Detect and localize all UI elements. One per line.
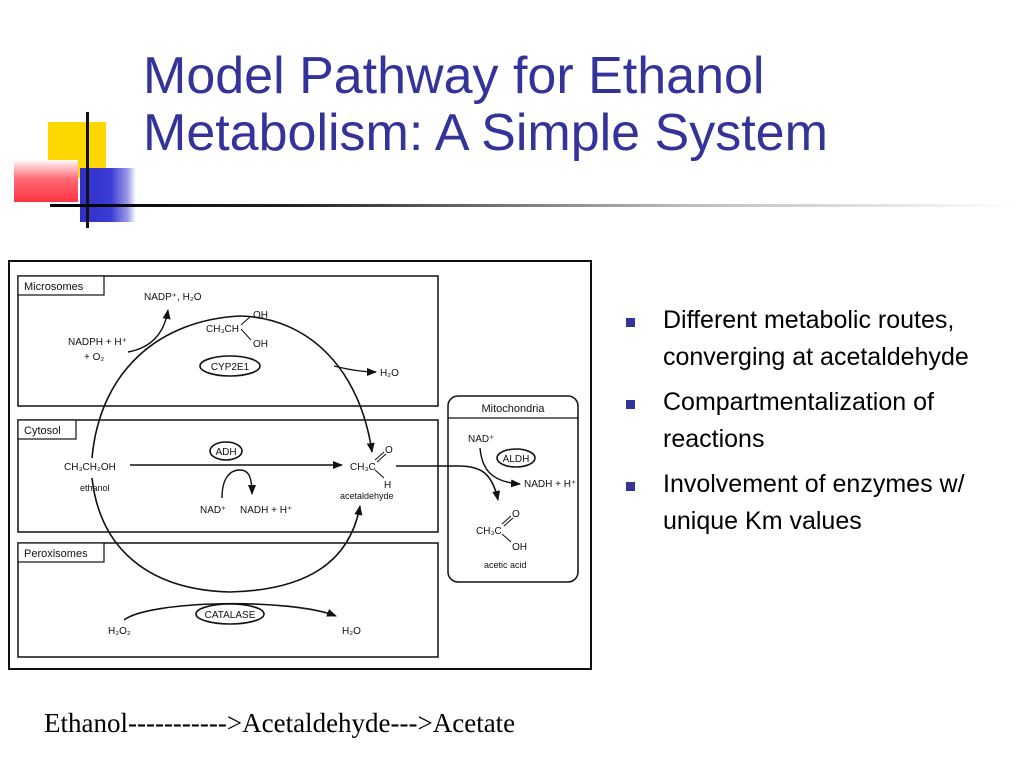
mol-ch3c: CH₃C	[350, 462, 376, 473]
label-cytosol: Cytosol	[24, 425, 61, 437]
bullet-square-icon	[626, 400, 635, 409]
mol-acetaldehyde: acetaldehyde	[340, 491, 394, 501]
mol-nadh-cyto: NADH + H⁺	[240, 505, 292, 516]
mol-oh-top: OH	[253, 310, 268, 321]
deco-vertical-line	[86, 112, 89, 228]
label-microsomes: Microsomes	[24, 281, 84, 293]
enzyme-catalase: CATALASE	[205, 610, 256, 621]
mol-h-ald: H	[384, 480, 391, 491]
mol-nad-cyto: NAD⁺	[200, 505, 226, 516]
bullet-square-icon	[626, 482, 635, 491]
mol-oh-acid: OH	[512, 542, 527, 553]
arc-microsomes-to-acetaldehyde	[239, 315, 375, 453]
mol-o-ald: O	[385, 445, 393, 456]
mol-nadph-h: NADPH + H⁺	[68, 337, 127, 348]
diagram-frame	[8, 260, 592, 670]
slide-title: Model Pathway for Ethanol Metabolism: A …	[143, 48, 1013, 162]
bullet-text: Compartmentalization of reactions	[663, 388, 934, 453]
label-peroxisomes: Peroxisomes	[24, 548, 88, 560]
mol-nadh-mito: NADH + H⁺	[524, 479, 576, 490]
bullet-list: Different metabolic routes, converging a…	[626, 302, 1016, 548]
slide-title-line-1: Model Pathway for Ethanol	[143, 47, 765, 105]
deco-title-underline	[50, 204, 1018, 207]
mol-h2o2: H₂O₂	[108, 626, 131, 637]
arc-ethanol-to-peroxisomes	[91, 477, 231, 593]
pathway-caption: Ethanol----------->Acetaldehyde--->Aceta…	[44, 708, 516, 738]
mol-h2o-perox: H₂O	[342, 626, 361, 637]
mol-oh-bottom: OH	[253, 339, 268, 350]
mol-ch3c-acid: CH₃C	[476, 526, 502, 537]
peroxisomes-box	[17, 542, 439, 658]
deco-red-square	[14, 160, 78, 202]
bullet-item: Different metabolic routes, converging a…	[626, 302, 1016, 376]
enzyme-adh: ADH	[215, 447, 236, 458]
enzyme-aldh: ALDH	[503, 454, 530, 465]
microsomes-box	[17, 275, 439, 407]
bullet-item: Compartmentalization of reactions	[626, 384, 1016, 458]
deco-blue-square	[80, 168, 136, 222]
mol-o2: + O₂	[84, 352, 104, 363]
mol-nad-mito: NAD⁺	[468, 434, 494, 445]
mol-acetic-acid: acetic acid	[484, 560, 527, 570]
arc-ethanol-to-microsomes	[91, 315, 241, 459]
bullet-text: Involvement of enzymes w/ unique Km valu…	[663, 470, 965, 535]
mitochondria-box	[447, 395, 579, 583]
slide-title-line-2: Metabolism: A Simple System	[143, 104, 828, 162]
mol-ethanol: ethanol	[80, 483, 110, 493]
bullet-item: Involvement of enzymes w/ unique Km valu…	[626, 466, 1016, 540]
mol-h2o-micro: H₂O	[380, 368, 399, 379]
enzyme-cyp2e1: CYP2E1	[211, 362, 250, 373]
bullet-square-icon	[626, 318, 635, 327]
mol-ch3ch2oh: CH₃CH₂OH	[64, 462, 116, 473]
bullet-text: Different metabolic routes, converging a…	[663, 306, 969, 371]
label-mitochondria: Mitochondria	[482, 403, 546, 415]
mol-ch3ch: CH₃CH	[206, 324, 239, 335]
mol-o-acid: O	[512, 509, 520, 520]
arc-peroxisomes-to-acetaldehyde	[229, 505, 363, 593]
mol-nadp-h2o: NADP⁺, H₂O	[144, 292, 202, 303]
cytosol-box	[17, 419, 439, 533]
